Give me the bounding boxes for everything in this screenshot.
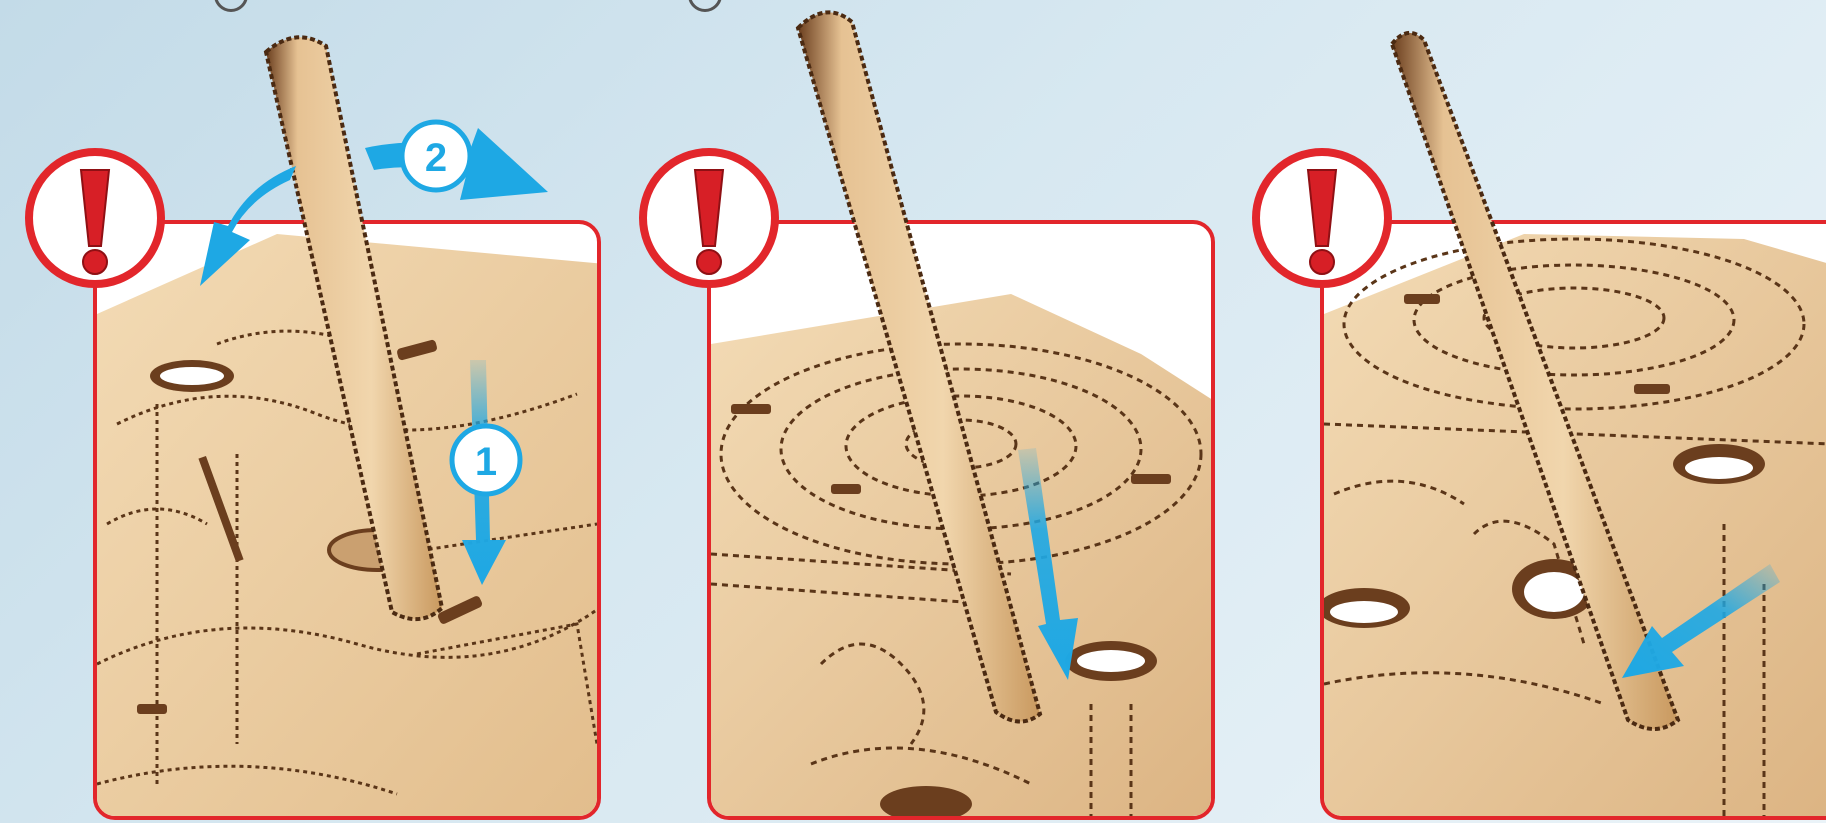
wood-board xyxy=(97,234,601,820)
instruction-panel-2 xyxy=(707,220,1215,820)
step-badge-2: 2 xyxy=(402,122,470,190)
wood-panel-illustration-2 xyxy=(711,224,1215,820)
wood-board xyxy=(1324,234,1826,820)
peg-socket xyxy=(329,530,425,570)
instruction-panel-1 xyxy=(93,220,601,820)
peg-hole xyxy=(1077,650,1145,672)
wood-board xyxy=(711,294,1215,820)
peg-hole xyxy=(1524,572,1584,612)
peg-hole xyxy=(1330,601,1398,623)
wood-panel-illustration-1 xyxy=(97,224,601,820)
peg-hole xyxy=(1685,457,1753,479)
peg-hole xyxy=(160,367,224,385)
wood-panel-illustration-3 xyxy=(1324,224,1826,820)
step-marker-circle xyxy=(214,0,248,12)
step-number-2: 2 xyxy=(425,136,447,180)
exclamation-warning-icon xyxy=(23,146,167,290)
step-marker-circle xyxy=(688,0,722,12)
instruction-panel-3 xyxy=(1320,220,1826,820)
exclamation-warning-icon xyxy=(1250,146,1394,290)
exclamation-warning-icon xyxy=(637,146,781,290)
